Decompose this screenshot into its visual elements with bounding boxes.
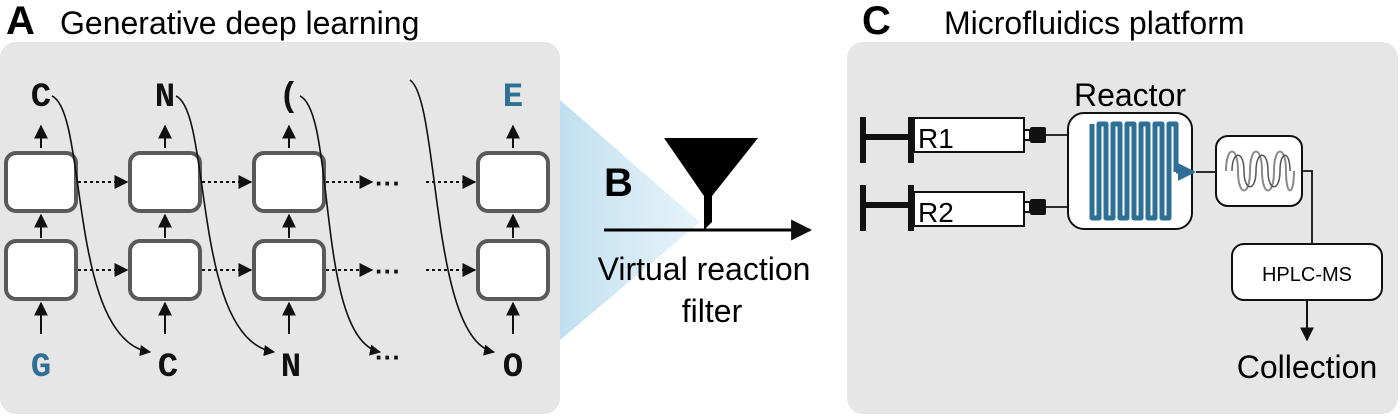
panel-b: B Virtual reaction filter xyxy=(598,138,813,329)
rnn-cell xyxy=(4,151,78,213)
panel-a-background xyxy=(0,42,560,414)
filter-label-line2: filter xyxy=(682,293,743,329)
syringe-r2: R2 xyxy=(860,185,1046,231)
ellipsis-middle: ··· xyxy=(375,256,401,286)
rnn-cell xyxy=(4,239,78,301)
filter-label-line1: Virtual reaction xyxy=(598,251,811,287)
ellipsis-bottom: ··· xyxy=(375,342,401,372)
panel-a: A Generative deep learning xyxy=(0,0,700,414)
panel-c: C Microfluidics platform R1 R2 xyxy=(847,0,1398,414)
top-token-end: E xyxy=(503,79,523,117)
coil-box xyxy=(1215,135,1303,207)
rnn-cell xyxy=(252,151,326,213)
recurrent-arrows xyxy=(78,175,477,277)
hplc-ms-label: HPLC-MS xyxy=(1262,264,1352,286)
syringe-r1-label: R1 xyxy=(918,123,954,154)
syringe-r2-label: R2 xyxy=(918,197,954,228)
panel-a-letter: A xyxy=(6,0,35,43)
rnn-cells xyxy=(4,151,550,301)
top-token: N xyxy=(155,79,175,117)
panel-c-letter: C xyxy=(862,0,891,43)
funnel-icon xyxy=(664,138,758,230)
panel-b-letter: B xyxy=(604,161,633,205)
syringe-r1: R1 xyxy=(860,117,1046,163)
bottom-token: C xyxy=(158,349,178,387)
collection-label: Collection xyxy=(1237,349,1378,385)
panel-c-title: Microfluidics platform xyxy=(944,5,1245,41)
rnn-cell xyxy=(128,151,202,213)
ellipsis-top: ··· xyxy=(375,168,401,198)
top-token: ( xyxy=(279,79,299,117)
rnn-cell xyxy=(128,239,202,301)
reactor-chip xyxy=(1067,112,1193,230)
feedback-curves xyxy=(51,79,496,357)
filter-glow xyxy=(560,100,700,340)
coil-icon xyxy=(1225,150,1295,192)
reactor-label: Reactor xyxy=(1074,77,1186,113)
panel-a-title: Generative deep learning xyxy=(60,5,419,41)
vertical-arrows xyxy=(34,124,520,334)
bottom-token-start: G xyxy=(31,349,51,387)
reactor-serpentine xyxy=(1089,121,1179,221)
bottom-token: O xyxy=(503,349,523,387)
top-token: C xyxy=(31,79,51,117)
rnn-cell xyxy=(476,151,550,213)
coil-icon-back xyxy=(1231,154,1291,188)
rnn-cell xyxy=(476,239,550,301)
bottom-token: N xyxy=(281,349,301,387)
rnn-cell xyxy=(252,239,326,301)
